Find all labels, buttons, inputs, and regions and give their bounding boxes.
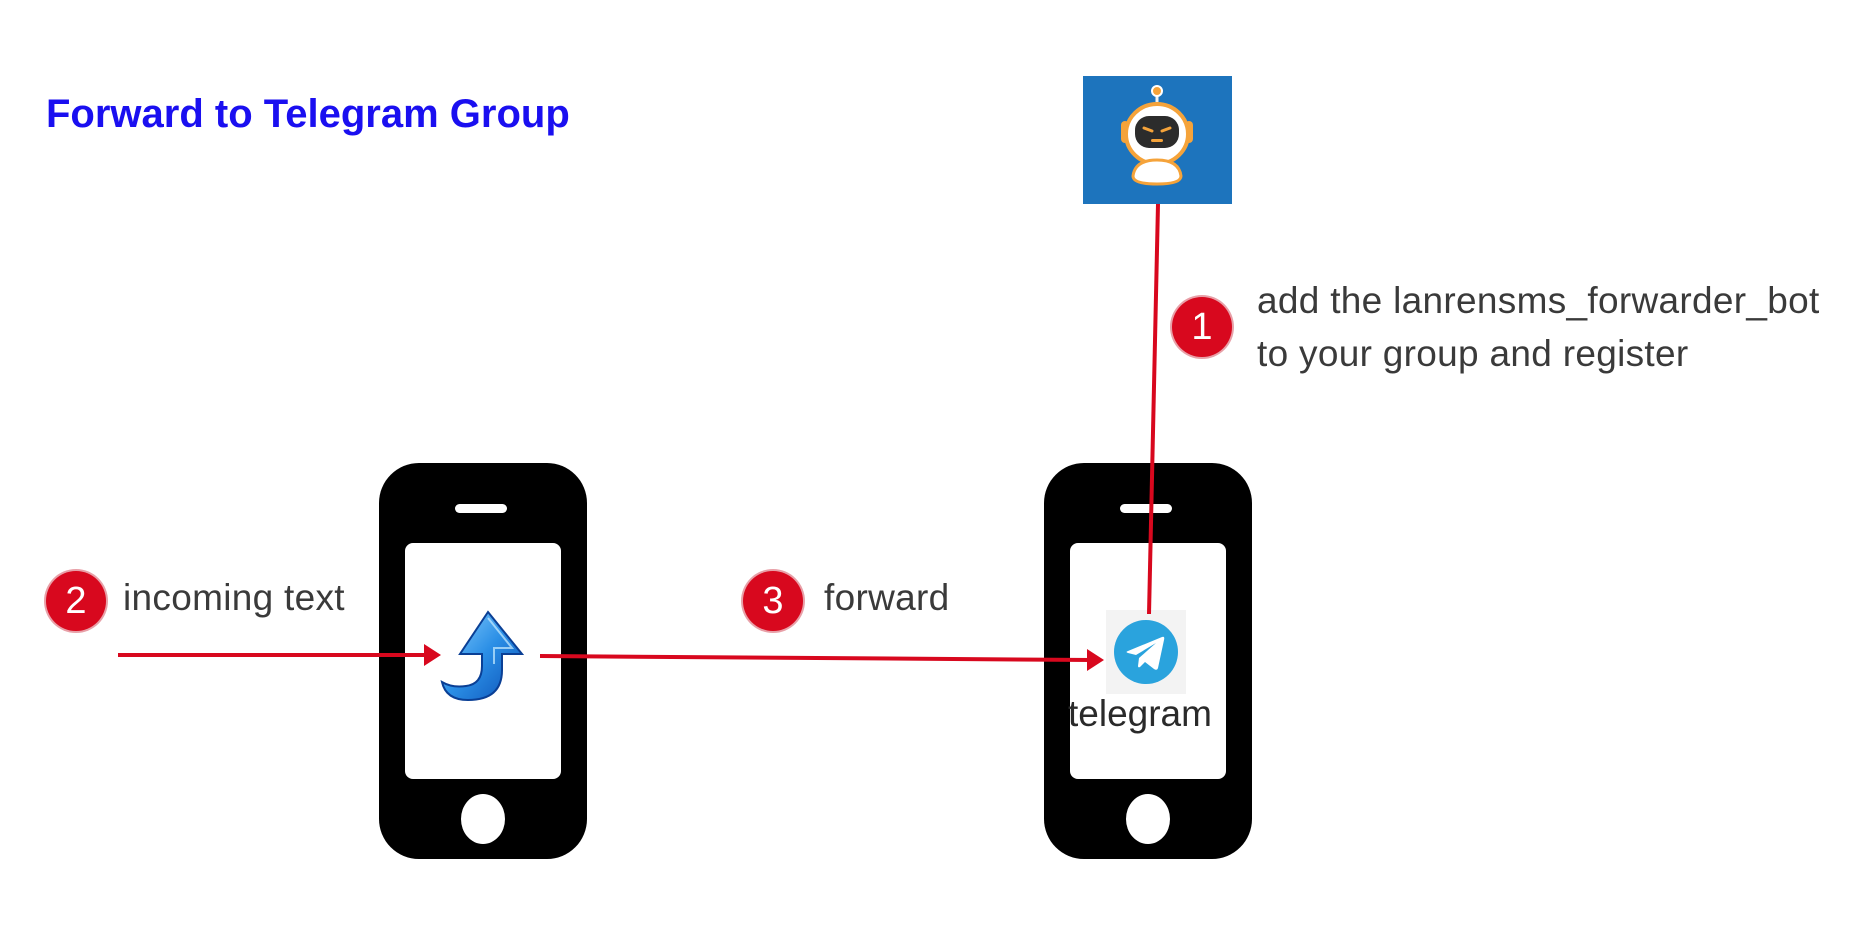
telegram-caption: telegram (1068, 693, 1212, 734)
telegram-icon (1106, 610, 1186, 694)
step-1-label-line2: to your group and register (1257, 333, 1689, 374)
step-3-badge: 3 (743, 571, 803, 631)
step-2-label: incoming text (123, 577, 345, 618)
sender-phone (379, 463, 587, 859)
step-2-badge: 2 (46, 571, 106, 631)
step-3-label: forward (824, 577, 950, 618)
step-1-badge: 1 (1172, 297, 1232, 357)
robot-icon (1121, 85, 1193, 186)
forward-arrow-icon (440, 610, 525, 702)
bot-avatar (1083, 76, 1232, 204)
step-1-label-line1: add the lanrensms_forwarder_bot (1257, 280, 1820, 321)
forward-arrow (539, 654, 1093, 662)
smartphone-icon (379, 463, 587, 859)
diagram-title: Forward to Telegram Group (46, 92, 570, 136)
